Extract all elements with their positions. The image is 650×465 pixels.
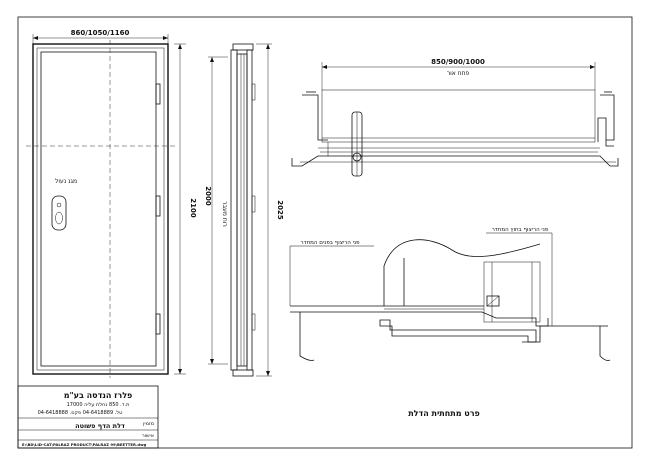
title-address: ת.ד. 850 נחלת עליה 17000 <box>67 402 130 408</box>
sheet-frame <box>17 16 633 449</box>
detail-view: פני הריצוף בחוץ המחדר פני הריצוף בפנים ה… <box>289 227 611 418</box>
plan-width-label: פתח אור <box>447 70 470 77</box>
title-phone: טל. 04-6418889 פקס. 04-6418888 <box>38 410 123 416</box>
side-clear-height-dim: 2000 <box>204 186 212 206</box>
front-height-dim: 2100 <box>189 198 197 218</box>
title-client-label: מזמין <box>143 421 154 427</box>
title-block: פלרז הנדסה בע"מ ת.ד. 850 נחלת עליה 17000… <box>17 385 159 449</box>
lock-handle-icon <box>51 195 67 231</box>
plan-view: 850/900/1000 פתח אור <box>291 58 619 177</box>
title-company: פלרז הנדסה בע"מ <box>64 391 133 400</box>
title-product: דלת הדף פשוטה <box>75 422 125 430</box>
plan-width-dim: 850/900/1000 <box>431 58 485 66</box>
side-view: 2000 רוח מעבר 2025 <box>204 43 284 377</box>
door-seal-icon <box>486 295 500 307</box>
side-clear-label: רוח מעבר <box>221 201 228 227</box>
title-file-path: E:\BD\LID-CAT\PALRAZ PRODUCT\PALRAZ 99\B… <box>22 442 147 447</box>
detail-caption: פרט מתחתית הדלת <box>408 409 480 418</box>
side-total-height-dim: 2025 <box>276 200 284 220</box>
handle-label: מגנ נעול <box>55 178 77 185</box>
title-approver-label: אישור <box>142 433 154 439</box>
front-view: 860/1050/1160 מגנ נעול 2100 <box>26 29 197 378</box>
detail-label-left: פני הריצוף בפנים המחדר <box>300 240 360 246</box>
front-width-dim: 860/1050/1160 <box>71 29 130 37</box>
detail-label-right: פני הריצוף בחוץ המחדר <box>492 227 549 233</box>
